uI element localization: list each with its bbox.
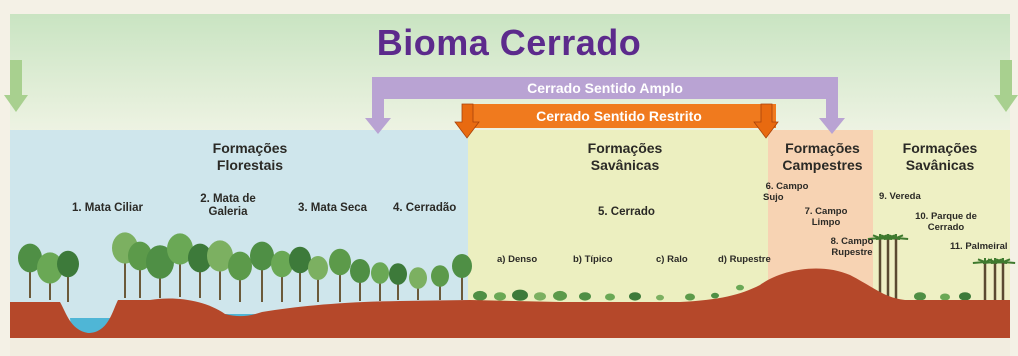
tree-icon xyxy=(167,233,193,265)
cerrado-type-rupestre: d) Rupestre xyxy=(718,254,771,265)
zone-title-savanicas-2: Formações Savânicas xyxy=(880,140,1000,174)
zone-title-savanicas: Formações Savânicas xyxy=(565,140,685,174)
palm-frond xyxy=(977,258,986,263)
cerrado-type-ralo: c) Ralo xyxy=(656,254,688,265)
formation-parque-cerrado: 10. Parque de Cerrado xyxy=(906,211,986,233)
formation-line: Limpo xyxy=(811,217,841,228)
formation-cerradao: 4. Cerradão xyxy=(393,202,457,214)
formation-line: 7. Campo xyxy=(804,206,848,217)
shrub-icon xyxy=(553,290,567,301)
shrub-icon xyxy=(534,292,546,301)
shrub-icon xyxy=(685,293,695,301)
tree-icon xyxy=(146,245,174,279)
tree-icon xyxy=(250,241,274,271)
amplo-label: Cerrado Sentido Amplo xyxy=(527,80,683,96)
formation-campo-limpo: 7. Campo Limpo xyxy=(796,206,856,228)
soil xyxy=(10,268,1010,340)
formation-line: 2. Mata de xyxy=(200,193,256,205)
tree-icon xyxy=(18,243,42,273)
tree-icon xyxy=(271,250,293,278)
zone-title-line: Campestres xyxy=(782,157,863,173)
formation-line: Rupestre xyxy=(831,247,873,258)
palm-frond xyxy=(995,258,1004,263)
cerrado-type-denso: a) Denso xyxy=(497,254,538,265)
tree-icon xyxy=(371,262,389,284)
shrub-icon xyxy=(629,292,641,301)
tree-icon xyxy=(409,267,427,289)
zone-title-line: Florestais xyxy=(216,157,284,173)
zone-title-line: Formações xyxy=(212,140,288,156)
restrito-right-arrow-icon xyxy=(753,103,779,139)
vegetation xyxy=(18,232,1016,302)
formation-line: Cerrado xyxy=(927,222,965,233)
formation-line: 8. Campo xyxy=(830,236,874,247)
tree-icon xyxy=(57,250,79,278)
tree-icon xyxy=(228,251,252,281)
tree-icon xyxy=(350,259,370,283)
zone-title-florestais: Formações Florestais xyxy=(190,140,310,174)
palm-frond xyxy=(880,234,889,239)
shrub-icon xyxy=(605,293,615,301)
tree-icon xyxy=(207,240,233,272)
cerrado-type-tipico: b) Típico xyxy=(573,254,613,265)
tree-icon xyxy=(37,252,63,284)
soil-base xyxy=(10,338,1010,356)
amplo-bar xyxy=(372,77,838,99)
formation-line: 6. Campo xyxy=(765,181,809,192)
formation-line: Sujo xyxy=(763,192,784,203)
tree-icon xyxy=(128,241,152,271)
shrub-icon xyxy=(959,292,971,301)
formation-vereda: 9. Vereda xyxy=(879,191,921,202)
palm-frond xyxy=(987,258,996,263)
restrito-label: Cerrado Sentido Restrito xyxy=(536,108,702,124)
zone-title-campestres: Formações Campestres xyxy=(770,140,875,174)
restrito-left-arrow-icon xyxy=(454,103,480,139)
formation-mata-ciliar: 1. Mata Ciliar xyxy=(72,202,143,214)
formation-line: 10. Parque de xyxy=(915,211,977,222)
zone-title-line: Formações xyxy=(785,140,860,156)
palm-frond xyxy=(895,237,909,240)
tree-icon xyxy=(452,254,472,278)
shrub-icon xyxy=(494,292,506,301)
tree-icon xyxy=(308,256,328,280)
shrub-icon xyxy=(736,284,744,291)
tree-icon xyxy=(188,243,212,273)
tree-icon xyxy=(389,263,407,285)
shrub-icon xyxy=(711,292,719,299)
restrito-bar xyxy=(462,104,776,128)
tree-icon xyxy=(329,248,351,276)
zone-title-line: Savânicas xyxy=(905,157,975,173)
formation-campo-rupestre: 8. Campo Rupestre xyxy=(822,236,882,258)
shrub-icon xyxy=(473,290,487,301)
zone-title-line: Formações xyxy=(587,140,663,156)
shrub-icon xyxy=(914,292,926,301)
palm-frond xyxy=(1002,261,1016,264)
formation-cerrado: 5. Cerrado xyxy=(598,206,655,218)
palm-frond xyxy=(872,234,881,239)
right-arrow-icon xyxy=(994,60,1018,112)
shrub-icon xyxy=(579,292,591,301)
formation-mata-seca: 3. Mata Seca xyxy=(298,202,368,214)
shrub-icon xyxy=(512,289,528,301)
tree-icon xyxy=(431,265,449,287)
shrub-icon xyxy=(940,293,950,301)
formation-mata-galeria: 2. Mata de Galeria xyxy=(188,193,268,219)
zone-title-line: Savânicas xyxy=(590,157,660,173)
formation-line: Galeria xyxy=(208,206,248,218)
left-arrow-icon xyxy=(4,60,28,112)
page-title: Bioma Cerrado xyxy=(376,22,642,63)
tree-icon xyxy=(289,246,311,274)
palm-frond xyxy=(888,234,897,239)
formation-campo-sujo: 6. Campo Sujo xyxy=(757,181,817,203)
shrub-icon xyxy=(656,294,664,301)
amplo-left-arrow-icon xyxy=(365,99,391,134)
amplo-right-arrow-icon xyxy=(819,99,845,134)
zone-title-line: Formações xyxy=(902,140,978,156)
formation-palmeiral: 11. Palmeiral xyxy=(950,241,1008,252)
